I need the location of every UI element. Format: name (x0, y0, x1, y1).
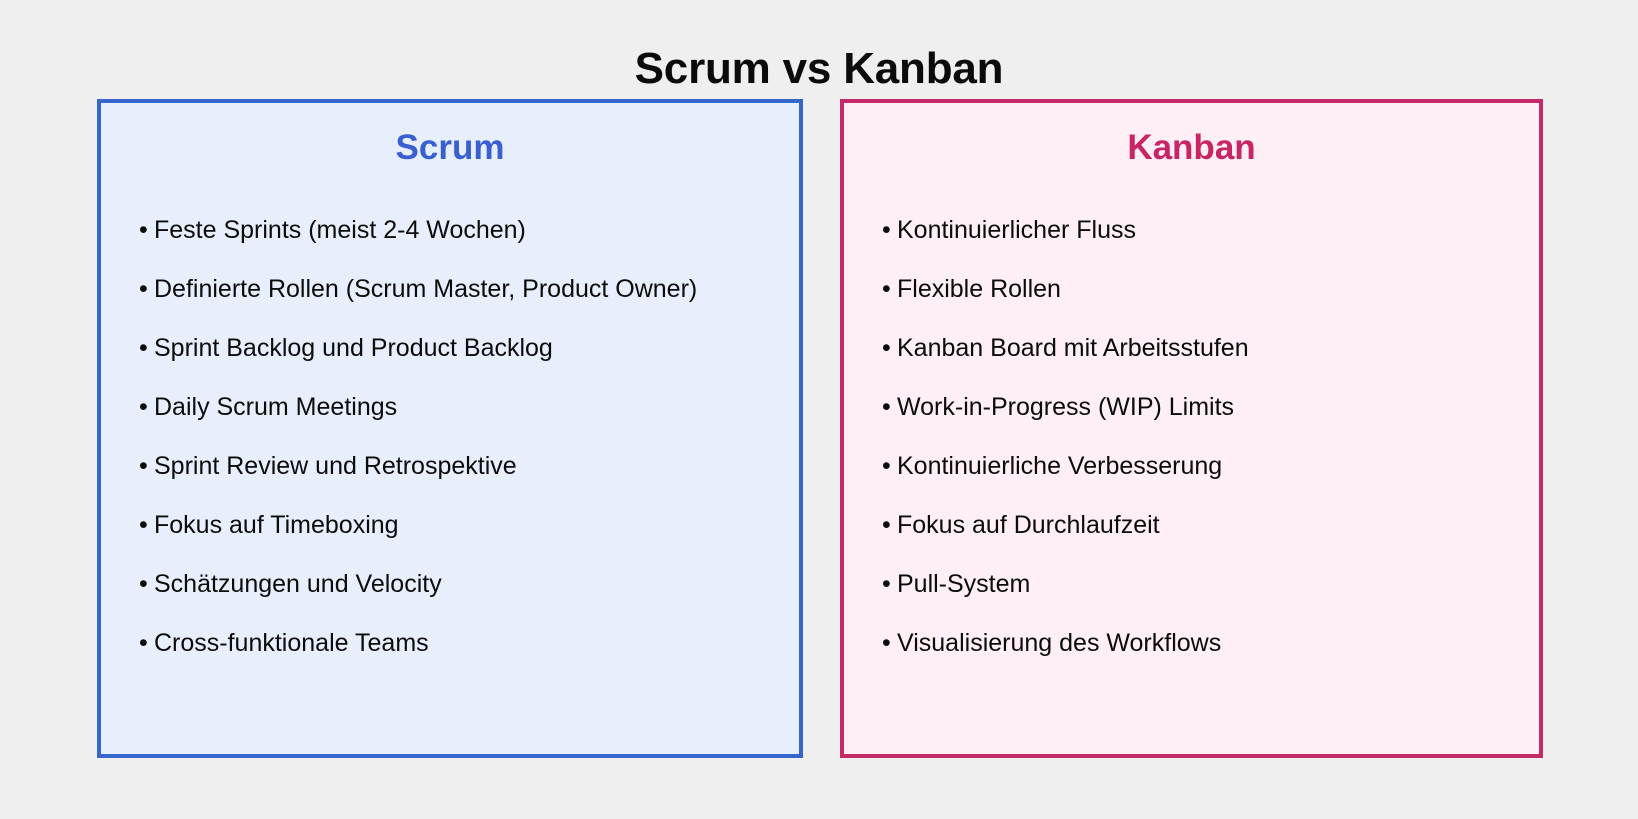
bullet-icon: • (139, 570, 148, 598)
panel-scrum-heading: Scrum (395, 128, 505, 167)
page-title: Scrum vs Kanban (634, 44, 1004, 94)
list-item-label: Kanban Board mit Arbeitsstufen (897, 334, 1249, 362)
bullet-icon: • (139, 275, 148, 303)
bullet-icon: • (882, 216, 891, 244)
bullet-icon: • (882, 511, 891, 539)
list-item: •Kontinuierliche Verbesserung (882, 452, 1529, 511)
bullet-icon: • (139, 393, 148, 421)
list-item-label: Feste Sprints (meist 2-4 Wochen) (154, 216, 526, 244)
list-item: •Definierte Rollen (Scrum Master, Produc… (139, 275, 789, 334)
list-item: •Fokus auf Durchlaufzeit (882, 511, 1529, 570)
list-item-label: Daily Scrum Meetings (154, 393, 398, 421)
list-item-label: Work-in-Progress (WIP) Limits (897, 393, 1235, 421)
list-item-label: Visualisierung des Workflows (897, 629, 1222, 657)
panel-kanban: Kanban •Kontinuierlicher Fluss•Flexible … (840, 99, 1543, 758)
bullet-icon: • (882, 452, 891, 480)
list-item: •Flexible Rollen (882, 275, 1529, 334)
bullet-icon: • (882, 570, 891, 598)
list-item: •Sprint Backlog und Product Backlog (139, 334, 789, 393)
list-item: •Pull-System (882, 570, 1529, 629)
bullet-icon: • (882, 275, 891, 303)
bullet-icon: • (139, 511, 148, 539)
kanban-feature-list: •Kontinuierlicher Fluss•Flexible Rollen•… (882, 216, 1529, 688)
list-item-label: Sprint Review und Retrospektive (154, 452, 517, 480)
list-item: •Cross-funktionale Teams (139, 629, 789, 688)
list-item-label: Flexible Rollen (897, 275, 1061, 303)
bullet-icon: • (139, 334, 148, 362)
list-item: •Daily Scrum Meetings (139, 393, 789, 452)
list-item-label: Kontinuierliche Verbesserung (897, 452, 1223, 480)
list-item-label: Cross-funktionale Teams (154, 629, 429, 657)
bullet-icon: • (882, 334, 891, 362)
bullet-icon: • (882, 629, 891, 657)
list-item-label: Sprint Backlog und Product Backlog (154, 334, 553, 362)
list-item-label: Schätzungen und Velocity (154, 570, 442, 598)
list-item: •Kontinuierlicher Fluss (882, 216, 1529, 275)
list-item-label: Definierte Rollen (Scrum Master, Product… (154, 275, 698, 303)
list-item-label: Fokus auf Timeboxing (154, 511, 399, 539)
list-item: •Work-in-Progress (WIP) Limits (882, 393, 1529, 452)
list-item-label: Kontinuierlicher Fluss (897, 216, 1136, 244)
list-item-label: Fokus auf Durchlaufzeit (897, 511, 1160, 539)
panel-kanban-heading: Kanban (1127, 128, 1256, 167)
bullet-icon: • (139, 452, 148, 480)
scrum-feature-list: •Feste Sprints (meist 2-4 Wochen)•Defini… (139, 216, 789, 688)
list-item: •Kanban Board mit Arbeitsstufen (882, 334, 1529, 393)
bullet-icon: • (139, 629, 148, 657)
list-item: •Visualisierung des Workflows (882, 629, 1529, 688)
list-item-label: Pull-System (897, 570, 1031, 598)
panel-scrum: Scrum •Feste Sprints (meist 2-4 Wochen)•… (97, 99, 803, 758)
bullet-icon: • (882, 393, 891, 421)
list-item: •Schätzungen und Velocity (139, 570, 789, 629)
list-item: •Fokus auf Timeboxing (139, 511, 789, 570)
bullet-icon: • (139, 216, 148, 244)
list-item: •Sprint Review und Retrospektive (139, 452, 789, 511)
list-item: •Feste Sprints (meist 2-4 Wochen) (139, 216, 789, 275)
